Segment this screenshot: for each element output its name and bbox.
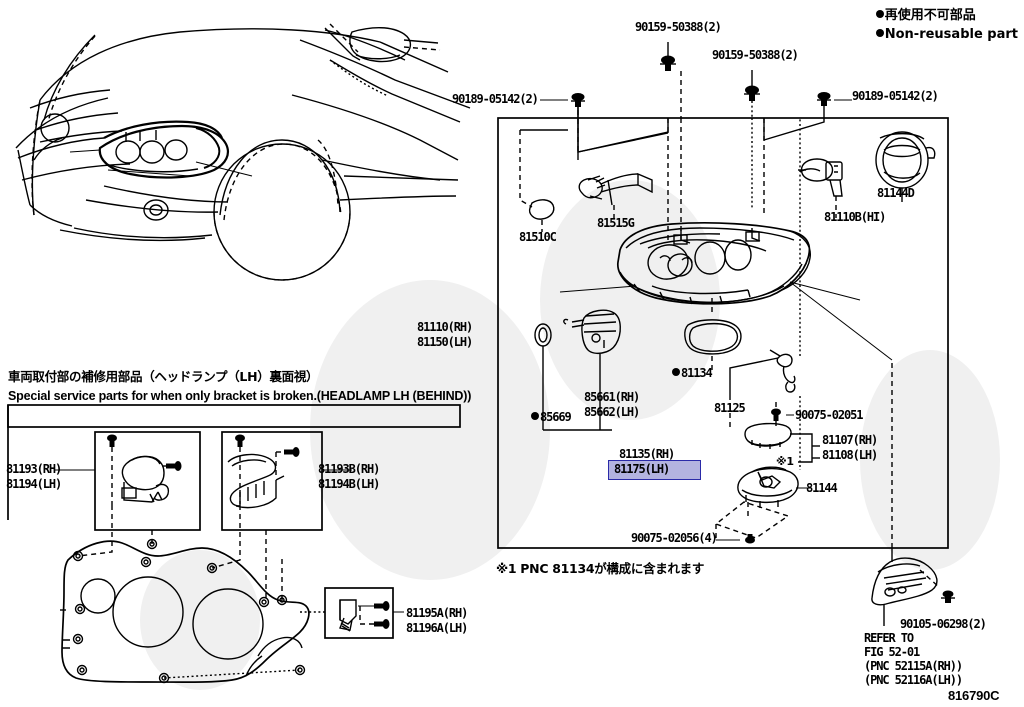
top-fasteners [540,42,852,240]
refer-to-line4: (PNC 52116A(LH)) [864,673,963,687]
label-90159-50388-right: 90159-50388(2) [712,48,799,62]
part-81134-art [684,295,742,372]
legend: 再使用不可部品 Non-reusable part [875,6,1018,44]
label-81134-text: 81134 [681,366,713,380]
label-81195A-81196A: 81195A(RH) 81196A(LH) [406,606,468,635]
label-90189-05142-right: 90189-05142(2) [852,89,939,103]
label-90159-50388-left: 90159-50388(2) [635,20,722,34]
diagram-code: 816790C [948,688,1000,703]
label-85661-85662: 85661(RH) 85662(LH) [584,390,640,419]
headlamp-rear-plate-art [60,505,325,684]
non-reusable-dot-icon [531,412,539,420]
label-81193B-81194B: 81193B(RH) 81194B(LH) [318,462,380,491]
main-assembly-frame [497,117,949,549]
star-note-marker-1: ※1 [776,455,794,468]
part-85661-art [563,309,621,430]
part-81144-art [714,466,812,544]
refer-to-line3: (PNC 52115A(RH)) [864,659,963,673]
bracket-box-right [221,431,323,531]
label-81510C: 81510C [519,230,557,244]
special-parts-note-en: Special service parts for when only brac… [8,389,472,403]
label-81175-selected[interactable]: 81175(LH) [608,460,701,480]
label-85669: 85669 [531,410,572,425]
label-85669-text: 85669 [540,410,572,424]
part-81144D-art [875,131,936,202]
screw-90159-50388-left [660,55,676,71]
footnote-star-1: ※1 PNC 81134が構成に含まれます [496,561,705,576]
screw-90189-05142-right [817,92,831,106]
refer-to-line2: FIG 52-01 [864,645,920,659]
bracket-81195A-art [339,599,404,632]
label-81110B: 81110B(HI) [824,210,886,224]
bracket-81193B-art [227,434,352,509]
legend-text-en: Non-reusable part [884,27,1018,42]
legend-text-jp: 再使用不可部品 [884,8,976,23]
screw-90159-50388-right [744,85,760,101]
label-81144: 81144 [806,481,838,495]
headlamp-assembly-art [559,221,893,361]
label-81144D: 81144D [877,186,915,200]
label-81193-81194: 81193(RH) 81194(LH) [6,462,62,491]
label-90189-05142-left: 90189-05142(2) [452,92,539,106]
refer-to-bracket-art [871,360,955,626]
screw-90075-02051-art [771,402,794,428]
non-reusable-dot-icon [875,29,884,37]
non-reusable-dot-icon [875,10,884,18]
car-illustration [15,23,471,281]
part-81510C-art [519,129,568,232]
non-reusable-dot-icon [672,368,680,376]
label-90075-02056: 90075-02056(4) [631,531,718,545]
part-81515G-art [578,172,653,218]
screw-90075-02056 [745,534,755,544]
refer-to-line1: REFER TO [864,631,914,645]
label-81135: 81135(RH) [619,447,675,461]
bracket-box-lower [324,587,394,639]
label-81515G: 81515G [597,216,635,230]
label-81110-81150: 81110(RH) 81150(LH) [417,320,473,349]
part-81107-art [744,422,820,463]
label-81107-81108: 81107(RH) 81108(LH) [822,433,878,462]
label-90105-06298: 90105-06298(2) [900,617,987,631]
special-parts-note-jp: 車両取付部の補修用部品（ヘッドランプ（LH）裏面視） [8,369,319,384]
part-81125-art [729,118,801,470]
label-90075-02051: 90075-02051 [795,408,863,422]
screw-90189-05142-left [571,93,585,107]
bracket-box-left [94,431,201,531]
legend-row-en: Non-reusable part [875,25,1018,44]
bracket-81193-art [55,434,182,505]
legend-row-jp: 再使用不可部品 [875,6,1018,25]
label-81125: 81125 [714,401,746,415]
screw-90105-06298-art [941,590,955,603]
label-81134: 81134 [672,366,713,381]
